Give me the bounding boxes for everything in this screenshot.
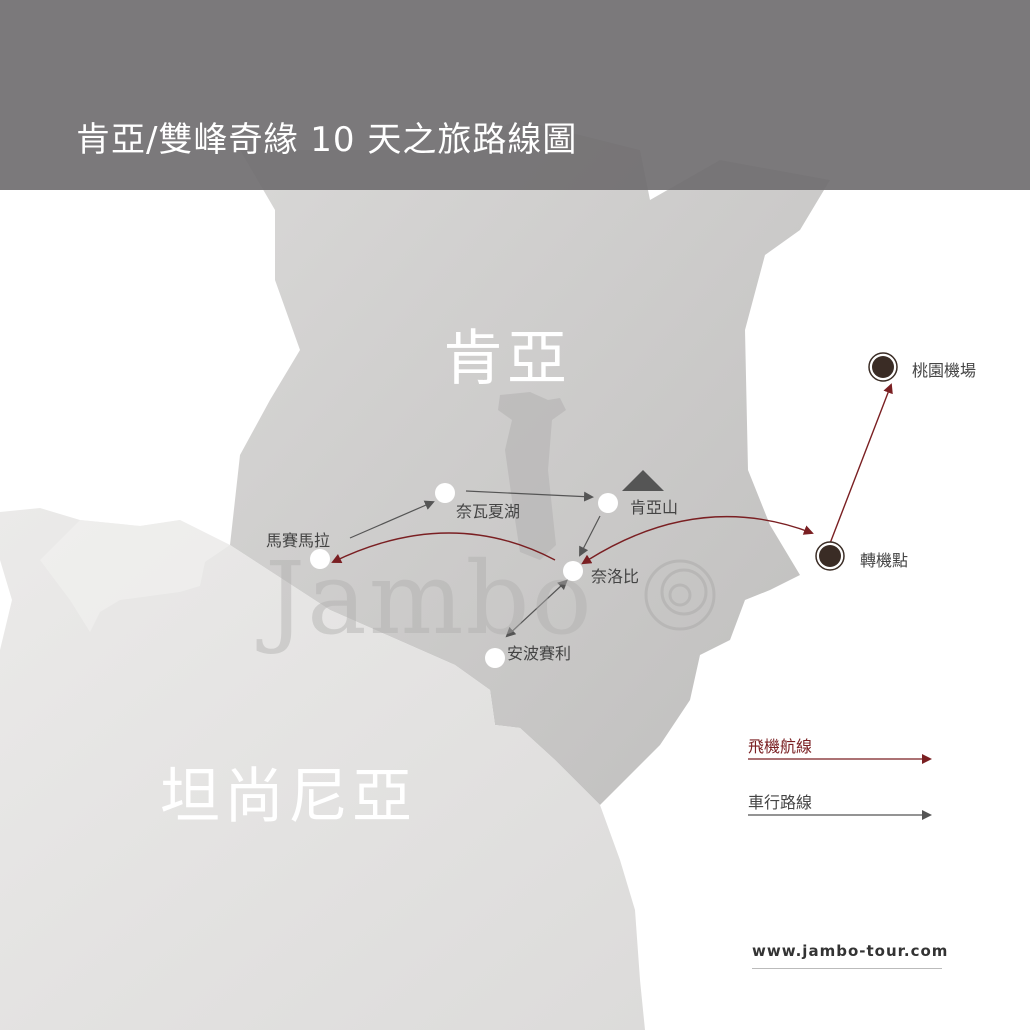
legend-drive-label: 車行路線: [748, 793, 813, 812]
lake-victoria-outline: [40, 520, 230, 632]
place-label-maasai-mara: 馬賽馬拉: [266, 531, 331, 550]
tanzania-region: [0, 508, 645, 1030]
country-label-tanzania: 坦尚尼亞: [160, 762, 416, 832]
marker-transfer-point: [815, 541, 845, 571]
marker-mount-kenya: [598, 493, 618, 513]
marker-nairobi: [563, 561, 583, 581]
legend-flight-label: 飛機航線: [748, 737, 813, 756]
flight-route-transfer-to-airport: [825, 383, 893, 554]
marker-amboseli: [485, 648, 505, 668]
mountain-icon: [622, 470, 664, 491]
marker-lake-naivasha: [435, 483, 455, 503]
drive-route-naivasha-to-mtkenya: [465, 490, 594, 502]
drive-route-nairobi-amboseli: [505, 579, 568, 638]
place-label-lake-naivasha: 奈瓦夏湖: [456, 502, 521, 521]
marker-taoyuan-airport: [868, 352, 898, 382]
watermark-text: Jambo: [265, 540, 594, 657]
watermark-giraffe: [498, 392, 566, 560]
place-label-taoyuan-airport: 桃園機場: [912, 361, 977, 380]
place-label-nairobi: 奈洛比: [591, 567, 640, 586]
country-label-kenya: 肯亞: [443, 324, 571, 394]
drive-route-mara-to-naivasha: [349, 500, 435, 539]
website-link[interactable]: www.jambo-tour.com: [752, 942, 949, 960]
header-bar: [0, 0, 1030, 190]
place-label-amboseli: 安波賽利: [507, 644, 572, 663]
website-underline: [752, 968, 942, 969]
flight-route-nairobi-to-transfer: [581, 515, 814, 565]
place-label-transfer-point: 轉機點: [860, 551, 909, 570]
page-title: 肯亞/雙峰奇緣 10 天之旅路線圖: [76, 120, 578, 160]
drive-route-mtkenya-to-nairobi: [579, 515, 601, 557]
flight-route-nairobi-to-maasai-mara: [331, 532, 556, 563]
place-label-mount-kenya: 肯亞山: [630, 498, 679, 517]
marker-maasai-mara: [310, 549, 330, 569]
